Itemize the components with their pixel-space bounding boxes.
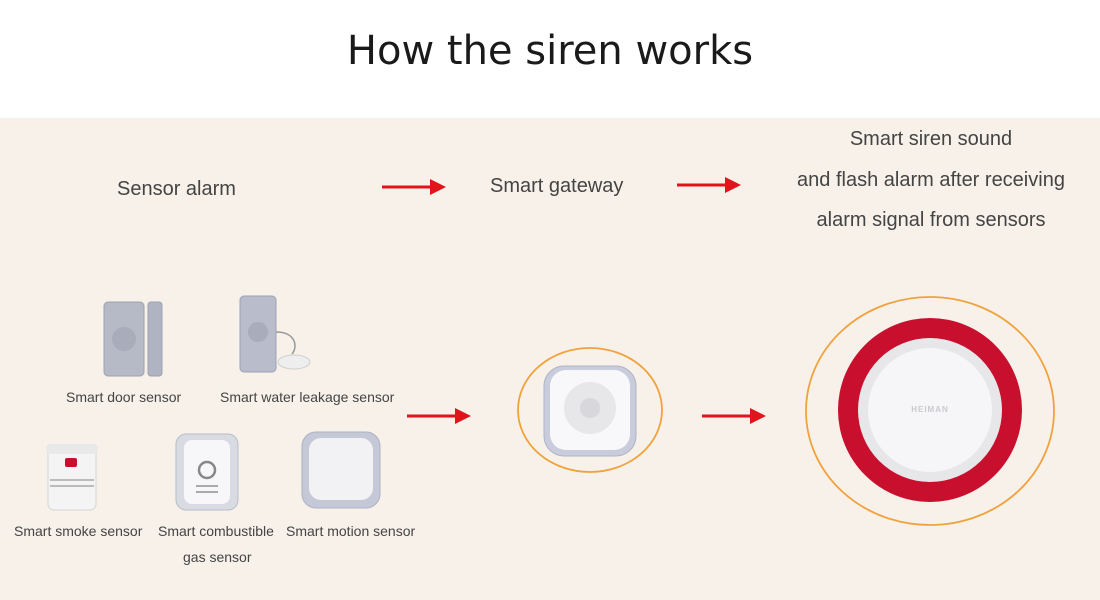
door-sensor-image xyxy=(103,301,163,377)
gas-sensor-image xyxy=(175,433,239,511)
caption-gas-sensor-line-2: gas sensor xyxy=(183,549,252,565)
caption-motion-sensor: Smart motion sensor xyxy=(286,523,416,539)
arrow-right-icon xyxy=(702,408,766,424)
stage-sensor-alarm: Sensor alarm xyxy=(117,178,236,200)
smart-gateway-image xyxy=(517,347,663,473)
caption-gas-sensor-line-1: Smart combustible xyxy=(158,523,274,539)
motion-sensor-image xyxy=(301,431,381,509)
caption-door-sensor: Smart door sensor xyxy=(66,389,182,405)
water-leakage-sensor-image xyxy=(239,295,311,373)
caption-smoke-sensor: Smart smoke sensor xyxy=(14,523,143,539)
arrow-right-icon xyxy=(407,408,471,424)
arrow-right-icon xyxy=(677,177,741,193)
smart-siren-image xyxy=(805,296,1055,526)
arrow-right-icon xyxy=(382,179,446,195)
stage-siren-line-2: and flash alarm after receiving xyxy=(797,169,1065,191)
smoke-sensor-image xyxy=(46,444,98,511)
stage-smart-gateway: Smart gateway xyxy=(490,175,624,197)
stage-siren-line-1: Smart siren sound xyxy=(849,128,1013,150)
stage-siren-line-3: alarm signal from sensors xyxy=(816,209,1046,231)
page-title: How the siren works xyxy=(346,28,754,74)
siren-brand-label: HEIMAN xyxy=(911,405,949,414)
caption-water-sensor: Smart water leakage sensor xyxy=(220,389,395,405)
